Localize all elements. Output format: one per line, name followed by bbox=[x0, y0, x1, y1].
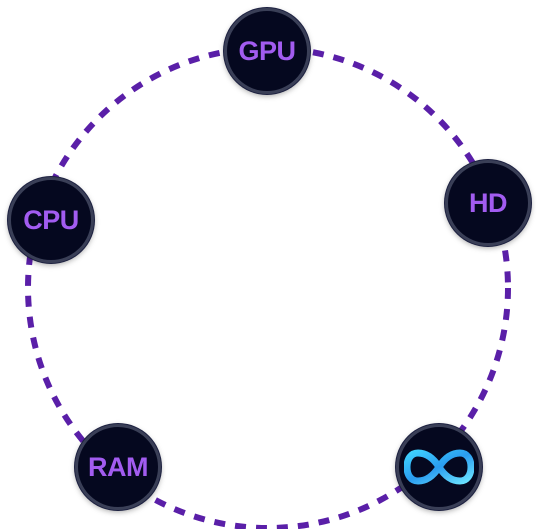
node-hd[interactable]: HD bbox=[445, 160, 531, 246]
node-gpu[interactable]: GPU bbox=[224, 8, 310, 94]
node-ram[interactable]: RAM bbox=[75, 424, 161, 510]
node-ram-label: RAM bbox=[88, 451, 149, 482]
node-gpu-label: GPU bbox=[238, 35, 296, 66]
node-hd-label: HD bbox=[469, 187, 508, 218]
node-cpu[interactable]: CPU bbox=[8, 177, 94, 263]
infinity-icon bbox=[404, 449, 474, 485]
node-cpu-label: CPU bbox=[23, 204, 79, 235]
ring-path bbox=[25, 45, 511, 529]
node-infinity[interactable] bbox=[396, 424, 482, 510]
